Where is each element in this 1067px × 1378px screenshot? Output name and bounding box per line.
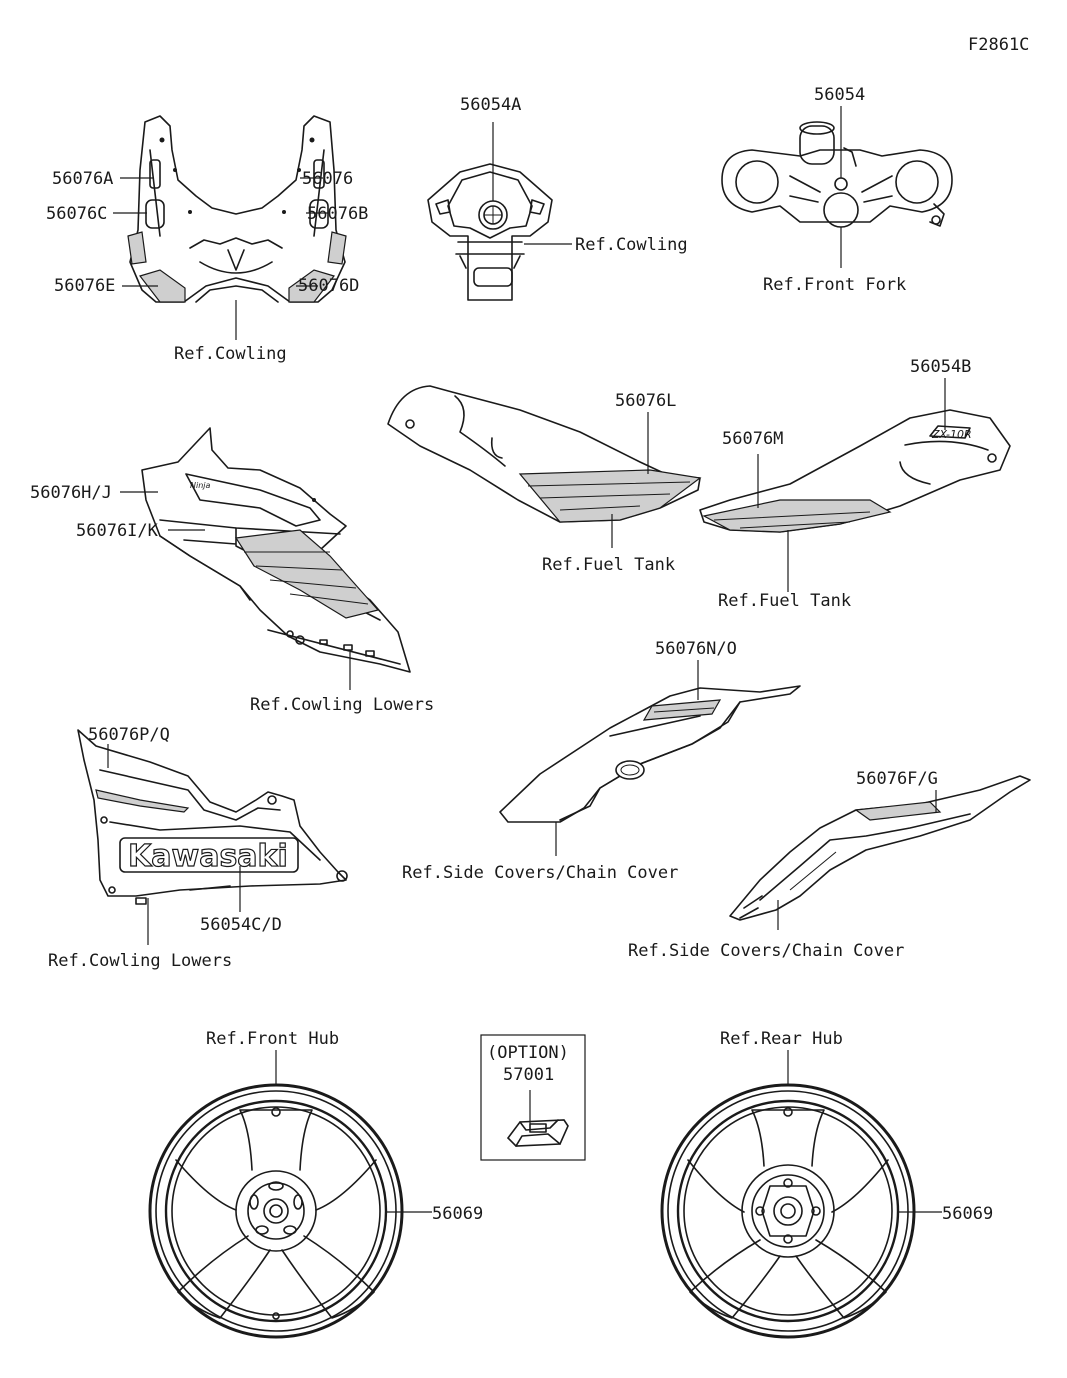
label-option: (OPTION) — [487, 1043, 569, 1063]
label-ref-cowling-lowers-1: Ref.Cowling Lowers — [250, 695, 434, 715]
svg-text:Ninja: Ninja — [190, 481, 211, 490]
side-cover-right-illustration — [729, 775, 1031, 921]
label-ref-rear-hub: Ref.Rear Hub — [720, 1029, 843, 1049]
label-ref-cowling-lowers-2: Ref.Cowling Lowers — [48, 951, 232, 971]
fuel-tank-right-illustration: ZX-10R — [699, 409, 1011, 533]
rear-wheel-illustration — [660, 1083, 916, 1339]
label-56069-rear: 56069 — [942, 1204, 993, 1224]
label-ref-front-fork: Ref.Front Fork — [763, 275, 906, 295]
label-56054: 56054 — [814, 85, 865, 105]
label-ref-fuel-tank-1: Ref.Fuel Tank — [542, 555, 675, 575]
decal-lettering-kawasaki: Kawasaki — [128, 839, 288, 874]
label-ref-cowling-2: Ref.Cowling — [575, 235, 688, 255]
lower-cowling-leaders — [107, 744, 241, 945]
label-56054B: 56054B — [910, 357, 971, 377]
fuel-tank-left-leaders — [611, 412, 649, 548]
label-56076NO: 56076N/O — [655, 639, 737, 659]
label-ref-front-hub: Ref.Front Hub — [206, 1029, 339, 1049]
label-56054A: 56054A — [460, 95, 521, 115]
nose-cowl-leaders — [492, 122, 572, 245]
front-wheel-leaders — [275, 1050, 432, 1213]
label-56076M: 56076M — [722, 429, 783, 449]
label-ref-side-covers-2: Ref.Side Covers/Chain Cover — [628, 941, 904, 961]
rear-wheel-leaders — [787, 1050, 942, 1213]
label-56076HJ: 56076H/J — [30, 483, 112, 503]
middle-cowling-leaders — [120, 491, 351, 690]
figure-code: F2861C — [968, 35, 1029, 55]
label-56076FG: 56076F/G — [856, 769, 938, 789]
side-cover-center-leaders — [555, 660, 699, 856]
label-56076B: 56076B — [307, 204, 368, 224]
label-56076A: 56076A — [52, 169, 113, 189]
label-56076PQ: 56076P/Q — [88, 725, 170, 745]
front-wheel-illustration — [148, 1083, 404, 1339]
decal-lettering-zx10r: ZX-10R — [931, 428, 972, 441]
label-56076D: 56076D — [298, 276, 359, 296]
label-56076L: 56076L — [615, 391, 676, 411]
fuel-tank-left-illustration — [387, 385, 702, 523]
triple-clamp-illustration — [721, 121, 953, 228]
label-56069-front: 56069 — [432, 1204, 483, 1224]
upper-cowling-leaders — [113, 177, 328, 340]
fuel-tank-right-leaders — [757, 378, 946, 592]
label-ref-fuel-tank-2: Ref.Fuel Tank — [718, 591, 851, 611]
label-56054CD: 56054C/D — [200, 915, 282, 935]
side-cover-right-leaders — [777, 790, 937, 930]
label-ref-cowling-1: Ref.Cowling — [174, 344, 287, 364]
option-box — [480, 1034, 586, 1161]
lower-cowling-illustration: Kawasaki — [77, 729, 348, 905]
label-56076C: 56076C — [46, 204, 107, 224]
label-56076IK: 56076I/K — [76, 521, 159, 541]
nose-cowl-illustration — [427, 163, 553, 301]
label-57001: 57001 — [503, 1065, 554, 1085]
label-56076E: 56076E — [54, 276, 115, 296]
label-ref-side-covers-1: Ref.Side Covers/Chain Cover — [402, 863, 678, 883]
middle-cowling-illustration: Ninja — [141, 427, 411, 673]
label-56076: 56076 — [302, 169, 353, 189]
side-cover-center-illustration — [499, 685, 801, 823]
